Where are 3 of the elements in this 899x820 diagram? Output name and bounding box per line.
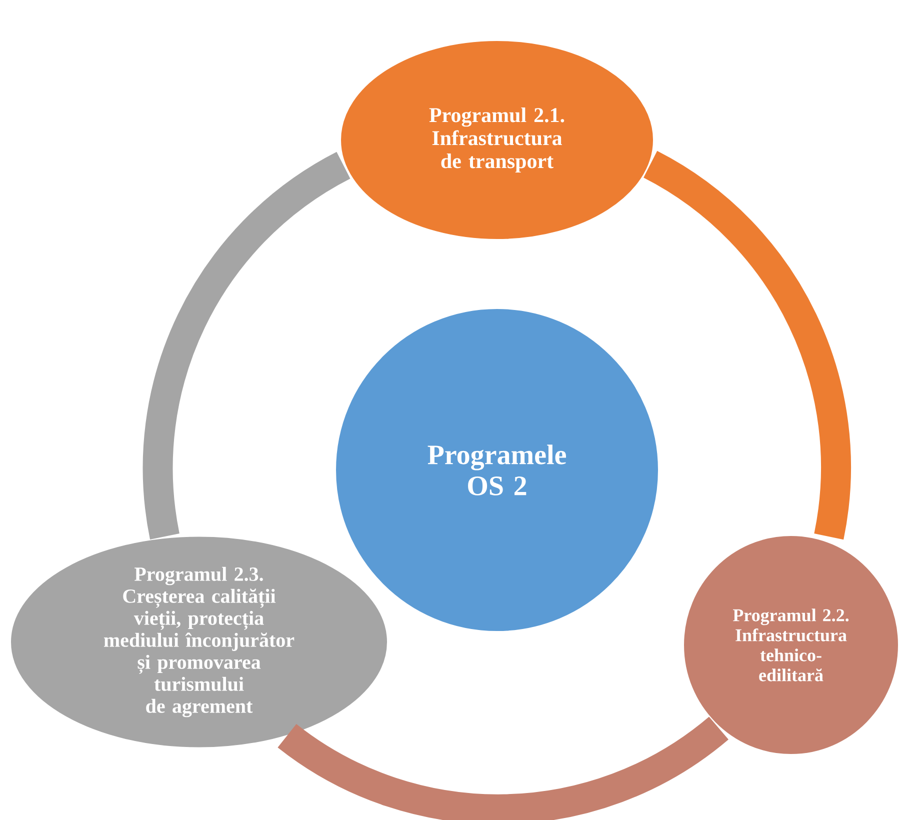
ring-arc xyxy=(142,152,351,539)
ring-arc xyxy=(642,151,851,539)
ring-arc xyxy=(278,716,728,820)
